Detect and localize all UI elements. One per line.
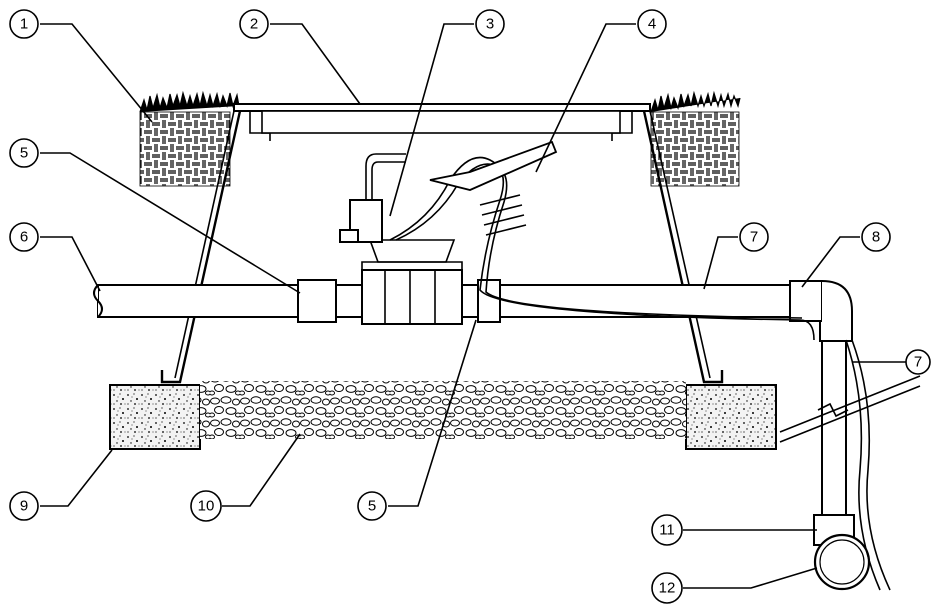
callout-2: 2 bbox=[239, 9, 269, 39]
callout-4: 4 bbox=[637, 9, 667, 39]
break-line bbox=[779, 375, 921, 443]
callout-1: 1 bbox=[9, 9, 39, 39]
callout-1-number: 1 bbox=[20, 16, 28, 33]
callout-7a-number: 7 bbox=[750, 229, 758, 246]
turf-right bbox=[650, 90, 741, 187]
valve-box bbox=[160, 103, 724, 384]
callout-5b: 5 bbox=[357, 491, 387, 521]
callout-9-number: 9 bbox=[20, 498, 28, 515]
callout-11: 11 bbox=[651, 514, 683, 546]
callout-6-number: 6 bbox=[20, 229, 28, 246]
callout-7a: 7 bbox=[739, 222, 769, 252]
wires bbox=[389, 140, 891, 591]
valve-body bbox=[361, 239, 501, 325]
callout-12-number: 12 bbox=[659, 580, 676, 597]
solenoid bbox=[339, 153, 406, 243]
callout-9: 9 bbox=[9, 491, 39, 521]
callout-5a: 5 bbox=[9, 138, 39, 168]
brick-left bbox=[109, 384, 201, 450]
turf-left bbox=[139, 90, 240, 187]
callout-3: 3 bbox=[475, 9, 505, 39]
gravel-bed bbox=[200, 381, 686, 439]
leader-lines bbox=[40, 23, 906, 589]
callout-12: 12 bbox=[651, 572, 683, 604]
lateral-pipe-end bbox=[813, 533, 871, 591]
callout-4-number: 4 bbox=[648, 16, 656, 33]
callout-6: 6 bbox=[9, 222, 39, 252]
mainline-pipe bbox=[93, 279, 363, 323]
callout-10-number: 10 bbox=[198, 498, 215, 515]
callout-5a-number: 5 bbox=[20, 145, 28, 162]
callout-8-number: 8 bbox=[872, 229, 880, 246]
callout-10: 10 bbox=[190, 490, 222, 522]
callout-11-number: 11 bbox=[659, 522, 675, 539]
lateral-pipe bbox=[499, 280, 871, 591]
callout-8: 8 bbox=[861, 222, 891, 252]
callout-2-number: 2 bbox=[250, 16, 258, 33]
callout-7b: 7 bbox=[905, 349, 931, 375]
callout-7b-number: 7 bbox=[914, 354, 922, 371]
callout-5b-number: 5 bbox=[368, 498, 376, 515]
brick-right bbox=[685, 384, 777, 450]
callout-3-number: 3 bbox=[486, 16, 494, 33]
